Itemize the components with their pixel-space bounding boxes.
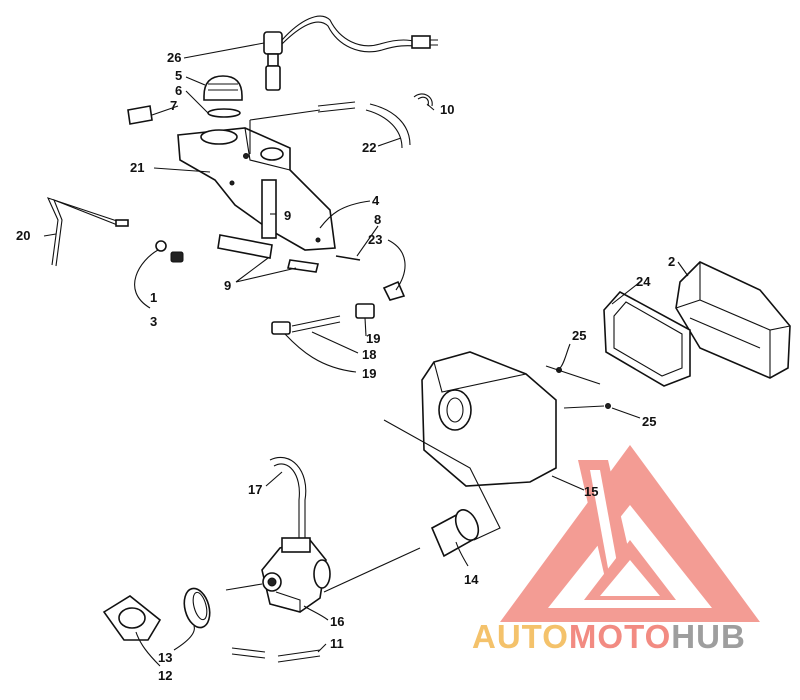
callout-22: 22 [362, 140, 376, 155]
intake-silencer [675, 261, 791, 379]
mount-bolt [335, 255, 361, 261]
mount-bracket [287, 259, 319, 273]
nut [170, 251, 184, 263]
watermark-wordmark: AUTOMOTOHUB [472, 618, 746, 655]
callout-23: 23 [368, 232, 382, 247]
callout-24: 24 [636, 274, 651, 289]
callout-labels: 26 5 6 7 10 22 21 4 8 9 9 23 20 1 3 19 1… [16, 50, 675, 683]
callout-14: 14 [464, 572, 479, 587]
callout-17: 17 [248, 482, 262, 497]
callout-6: 6 [175, 83, 182, 98]
callout-13: 13 [158, 650, 172, 665]
svg-text:AUTOMOTOHUB: AUTOMOTOHUB [472, 618, 746, 655]
callout-5: 5 [175, 68, 182, 83]
mount-bracket [217, 234, 273, 259]
callout-10: 10 [440, 102, 454, 117]
callout-3: 3 [150, 314, 157, 329]
callout-15: 15 [584, 484, 598, 499]
decal [127, 105, 153, 125]
callout-1: 1 [150, 290, 157, 305]
watermark-logo [500, 445, 760, 622]
intake-adapter [430, 509, 480, 558]
callout-26: 26 [167, 50, 181, 65]
callout-19-lower: 19 [362, 366, 376, 381]
callout-20: 20 [16, 228, 30, 243]
hose-clamp [183, 587, 211, 629]
callout-19-upper: 19 [366, 331, 380, 346]
callout-11: 11 [330, 636, 344, 651]
callout-4: 4 [372, 193, 380, 208]
carburetor [261, 537, 331, 613]
washer [155, 240, 167, 252]
silencer-gasket [603, 290, 691, 387]
leader-lines [43, 42, 689, 667]
callout-7: 7 [170, 98, 177, 113]
screw [605, 403, 611, 409]
vent-hose [317, 93, 433, 149]
drain-hose [269, 456, 307, 540]
vent-tube [231, 647, 321, 663]
fuel-tank [177, 127, 336, 251]
callout-25-lower: 25 [642, 414, 656, 429]
fuel-sensor [263, 15, 438, 91]
callout-25-upper: 25 [572, 328, 586, 343]
watermark-hub: HUB [671, 618, 746, 655]
fuel-cap [203, 75, 243, 118]
callout-9-upper: 9 [284, 208, 291, 223]
callout-2: 2 [668, 254, 675, 269]
callout-21: 21 [130, 160, 144, 175]
callout-18: 18 [362, 347, 376, 362]
callout-8: 8 [374, 212, 381, 227]
watermark-moto: MOTO [569, 618, 671, 655]
air-intake-box [421, 351, 557, 487]
callout-9-lower: 9 [224, 278, 231, 293]
fuel-line [271, 280, 406, 335]
callout-16: 16 [330, 614, 344, 629]
watermark-auto: AUTO [472, 618, 569, 655]
primer-line [46, 197, 129, 267]
mounting-flange [102, 595, 162, 641]
callout-12: 12 [158, 668, 172, 683]
